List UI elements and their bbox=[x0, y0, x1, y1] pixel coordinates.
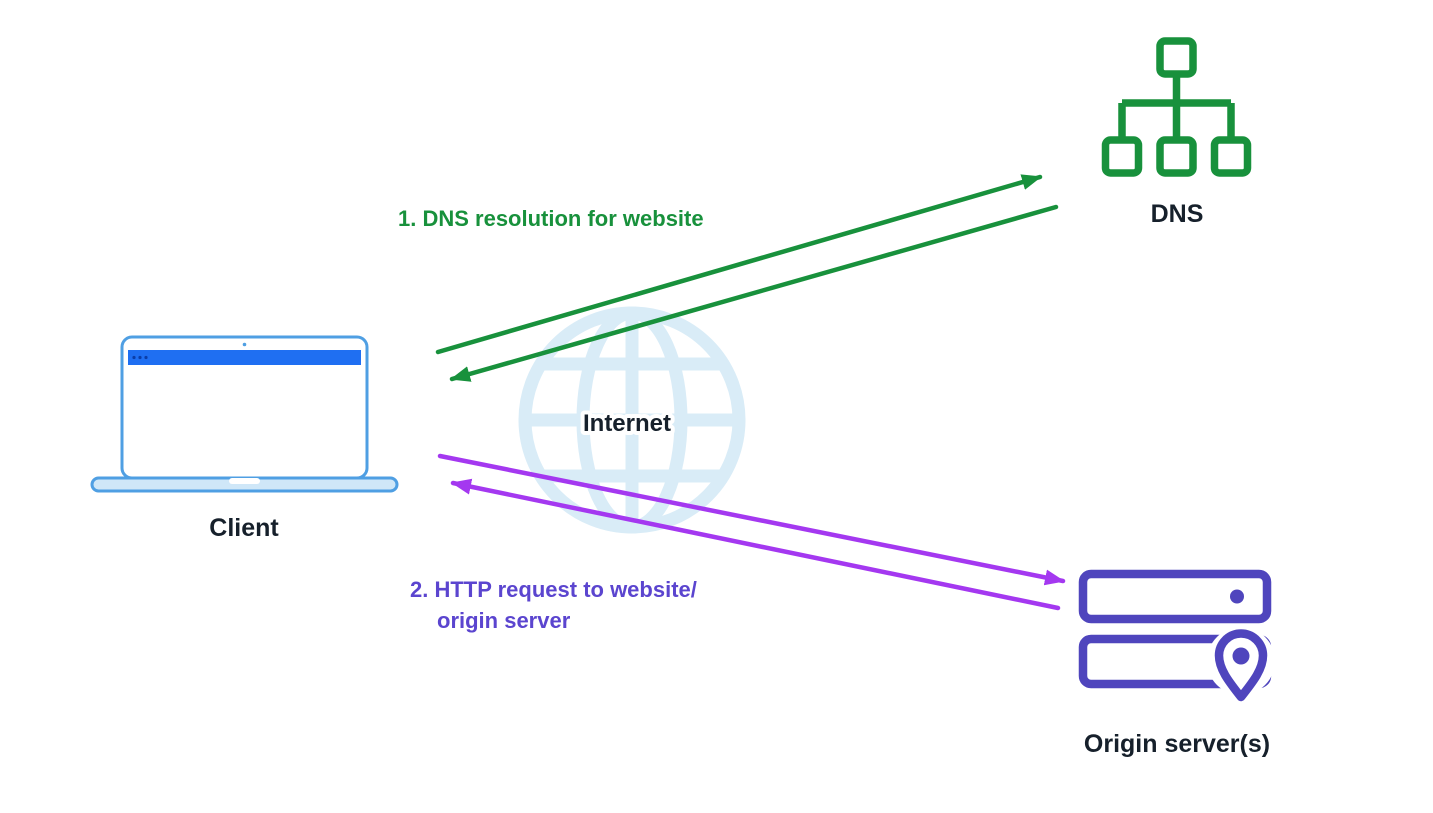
annotation-step2: 2. HTTP request to website/ origin serve… bbox=[410, 577, 697, 633]
server-indicator-dot bbox=[1230, 589, 1244, 604]
internet-label: Internet bbox=[583, 410, 671, 437]
laptop-camera-dot bbox=[242, 342, 247, 347]
location-pin-icon bbox=[1214, 629, 1268, 702]
annotation-step2-line2: origin server bbox=[437, 608, 571, 633]
location-pin-dot bbox=[1232, 647, 1250, 665]
arrow-client-to-dns bbox=[435, 174, 1043, 355]
arrow-origin-to-client bbox=[450, 478, 1061, 611]
arrow-client-to-origin bbox=[437, 453, 1066, 586]
network-tree-icon bbox=[1101, 37, 1252, 177]
server-rack-top bbox=[1078, 569, 1272, 624]
annotation-step1: 1. DNS resolution for website bbox=[398, 206, 704, 231]
laptop-titlebar-dots bbox=[132, 355, 148, 360]
server-stack-location-pin-icon bbox=[1078, 569, 1275, 702]
laptop-icon bbox=[90, 335, 399, 493]
origin-server-label: Origin server(s) bbox=[1084, 730, 1270, 758]
annotation-step2-line1: 2. HTTP request to website/ bbox=[410, 577, 697, 602]
globe-icon bbox=[518, 306, 746, 534]
laptop-base-notch bbox=[229, 478, 260, 484]
arrow-dns-to-client bbox=[449, 204, 1059, 382]
http-request-arrows bbox=[437, 453, 1066, 611]
dns-label: DNS bbox=[1151, 200, 1204, 228]
node-labels: Client DNS Internet Origin server(s) bbox=[209, 200, 1270, 758]
client-label: Client bbox=[209, 514, 279, 542]
dns-resolution-arrows bbox=[435, 174, 1059, 382]
laptop-titlebar bbox=[128, 350, 361, 365]
